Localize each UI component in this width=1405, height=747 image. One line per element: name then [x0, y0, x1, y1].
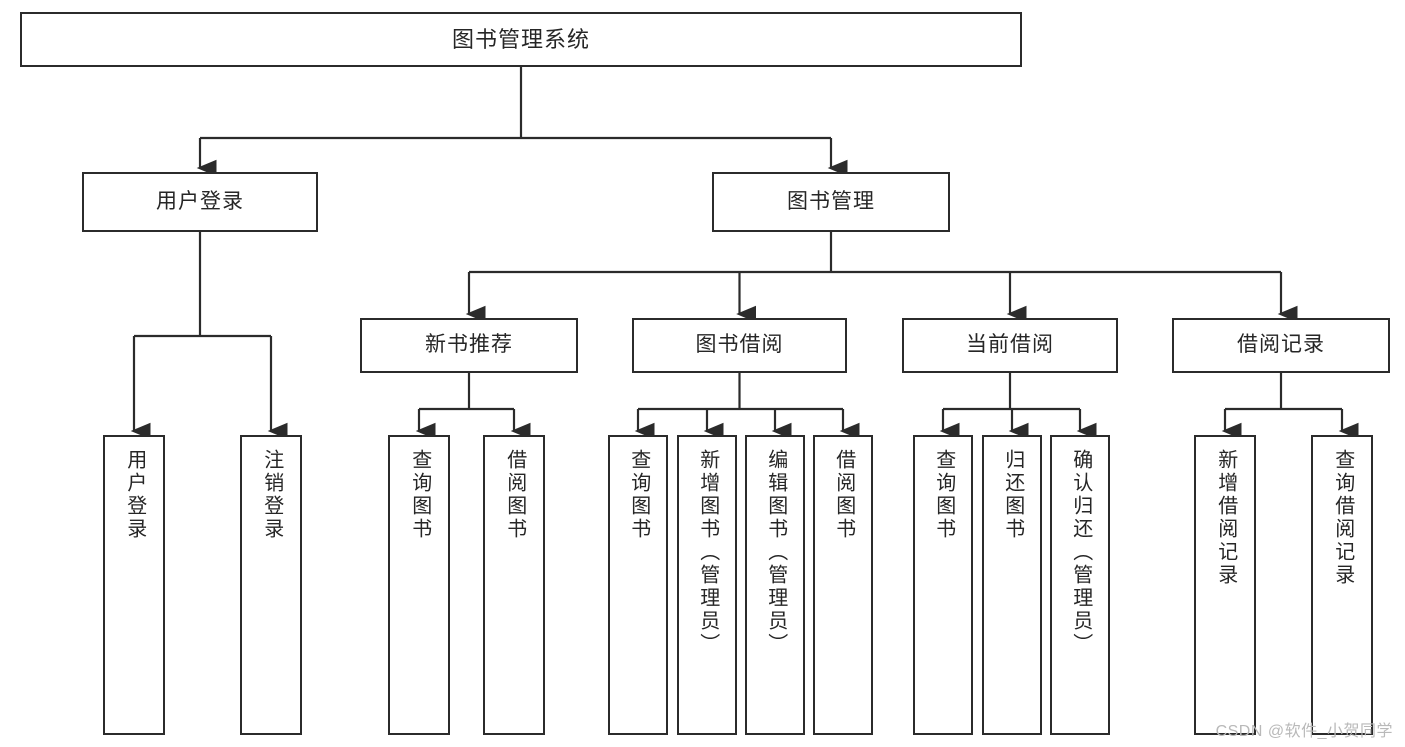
node-leaf-5-label: 新增图书（管理员）	[696, 449, 719, 656]
node-level1-0[interactable]: 用户登录	[82, 172, 318, 232]
node-leaf-10[interactable]: 确认归还（管理员）	[1050, 435, 1110, 735]
node-level2-2[interactable]: 当前借阅	[902, 318, 1118, 373]
node-root-label: 图书管理系统	[451, 26, 590, 52]
node-leaf-3[interactable]: 借阅图书	[483, 435, 545, 735]
node-leaf-5[interactable]: 新增图书（管理员）	[677, 435, 737, 735]
node-leaf-8[interactable]: 查询图书	[913, 435, 973, 735]
node-leaf-1[interactable]: 注销登录	[240, 435, 302, 735]
node-level1-1[interactable]: 图书管理	[712, 172, 950, 232]
watermark: CSDN @软件_小贺同学	[1215, 723, 1393, 740]
node-leaf-9[interactable]: 归还图书	[982, 435, 1042, 735]
node-leaf-0[interactable]: 用户登录	[103, 435, 165, 735]
node-leaf-2-label: 查询图书	[408, 449, 431, 541]
node-level2-0[interactable]: 新书推荐	[360, 318, 578, 373]
node-level1-1-label: 图书管理	[787, 189, 875, 213]
node-leaf-11-label: 新增借阅记录	[1214, 449, 1237, 587]
node-leaf-4-label: 查询图书	[627, 449, 650, 541]
node-level2-3-label: 借阅记录	[1237, 333, 1325, 357]
node-root[interactable]: 图书管理系统	[20, 12, 1022, 67]
node-level1-0-label: 用户登录	[156, 189, 244, 213]
node-leaf-10-label: 确认归还（管理员）	[1069, 449, 1092, 656]
node-leaf-6[interactable]: 编辑图书（管理员）	[745, 435, 805, 735]
node-level2-3[interactable]: 借阅记录	[1172, 318, 1390, 373]
node-leaf-9-label: 归还图书	[1001, 449, 1024, 541]
node-leaf-2[interactable]: 查询图书	[388, 435, 450, 735]
node-leaf-1-label: 注销登录	[260, 449, 283, 541]
node-leaf-4[interactable]: 查询图书	[608, 435, 668, 735]
node-leaf-6-label: 编辑图书（管理员）	[764, 449, 787, 656]
node-leaf-7-label: 借阅图书	[832, 449, 855, 541]
node-level2-2-label: 当前借阅	[966, 333, 1054, 357]
node-leaf-8-label: 查询图书	[932, 449, 955, 541]
node-leaf-7[interactable]: 借阅图书	[813, 435, 873, 735]
node-leaf-12[interactable]: 查询借阅记录	[1311, 435, 1373, 735]
node-leaf-3-label: 借阅图书	[503, 449, 526, 541]
node-leaf-11[interactable]: 新增借阅记录	[1194, 435, 1256, 735]
node-level2-0-label: 新书推荐	[425, 333, 513, 357]
node-level2-1[interactable]: 图书借阅	[632, 318, 847, 373]
node-leaf-0-label: 用户登录	[123, 449, 146, 541]
node-leaf-12-label: 查询借阅记录	[1331, 449, 1354, 587]
node-level2-1-label: 图书借阅	[695, 333, 784, 357]
